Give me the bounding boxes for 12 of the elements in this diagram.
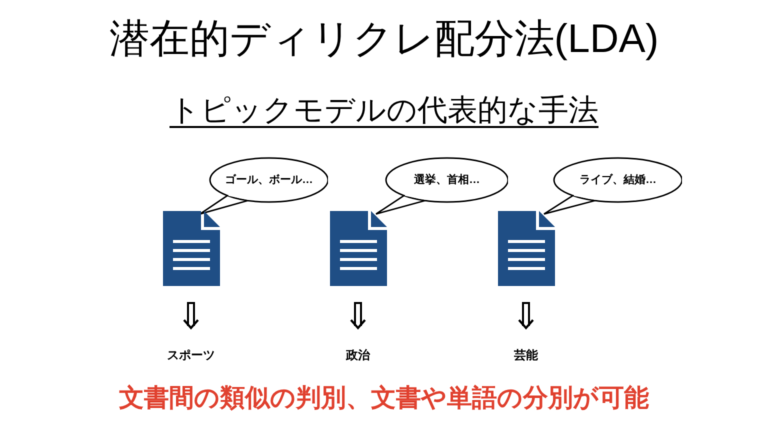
title: 潜在的ディリクレ配分法(LDA): [108, 16, 660, 63]
double-arrow: [518, 302, 534, 330]
category-label: 政治: [346, 347, 370, 364]
double-arrow: [350, 302, 366, 330]
double-arrow: [182, 302, 200, 330]
bubble-text: ライブ、結婚…: [578, 172, 658, 188]
subtitle: トピックモデルの代表的な手法: [168, 93, 600, 129]
category-label: スポーツ: [167, 347, 215, 364]
bubble-text: 選挙、首相…: [413, 172, 481, 188]
conclusion-text: 文書間の類似の判別、文書や単語の分別が可能: [118, 383, 650, 414]
category-label: 芸能: [514, 347, 538, 364]
bubble-text: ゴール、ボール…: [224, 173, 314, 188]
